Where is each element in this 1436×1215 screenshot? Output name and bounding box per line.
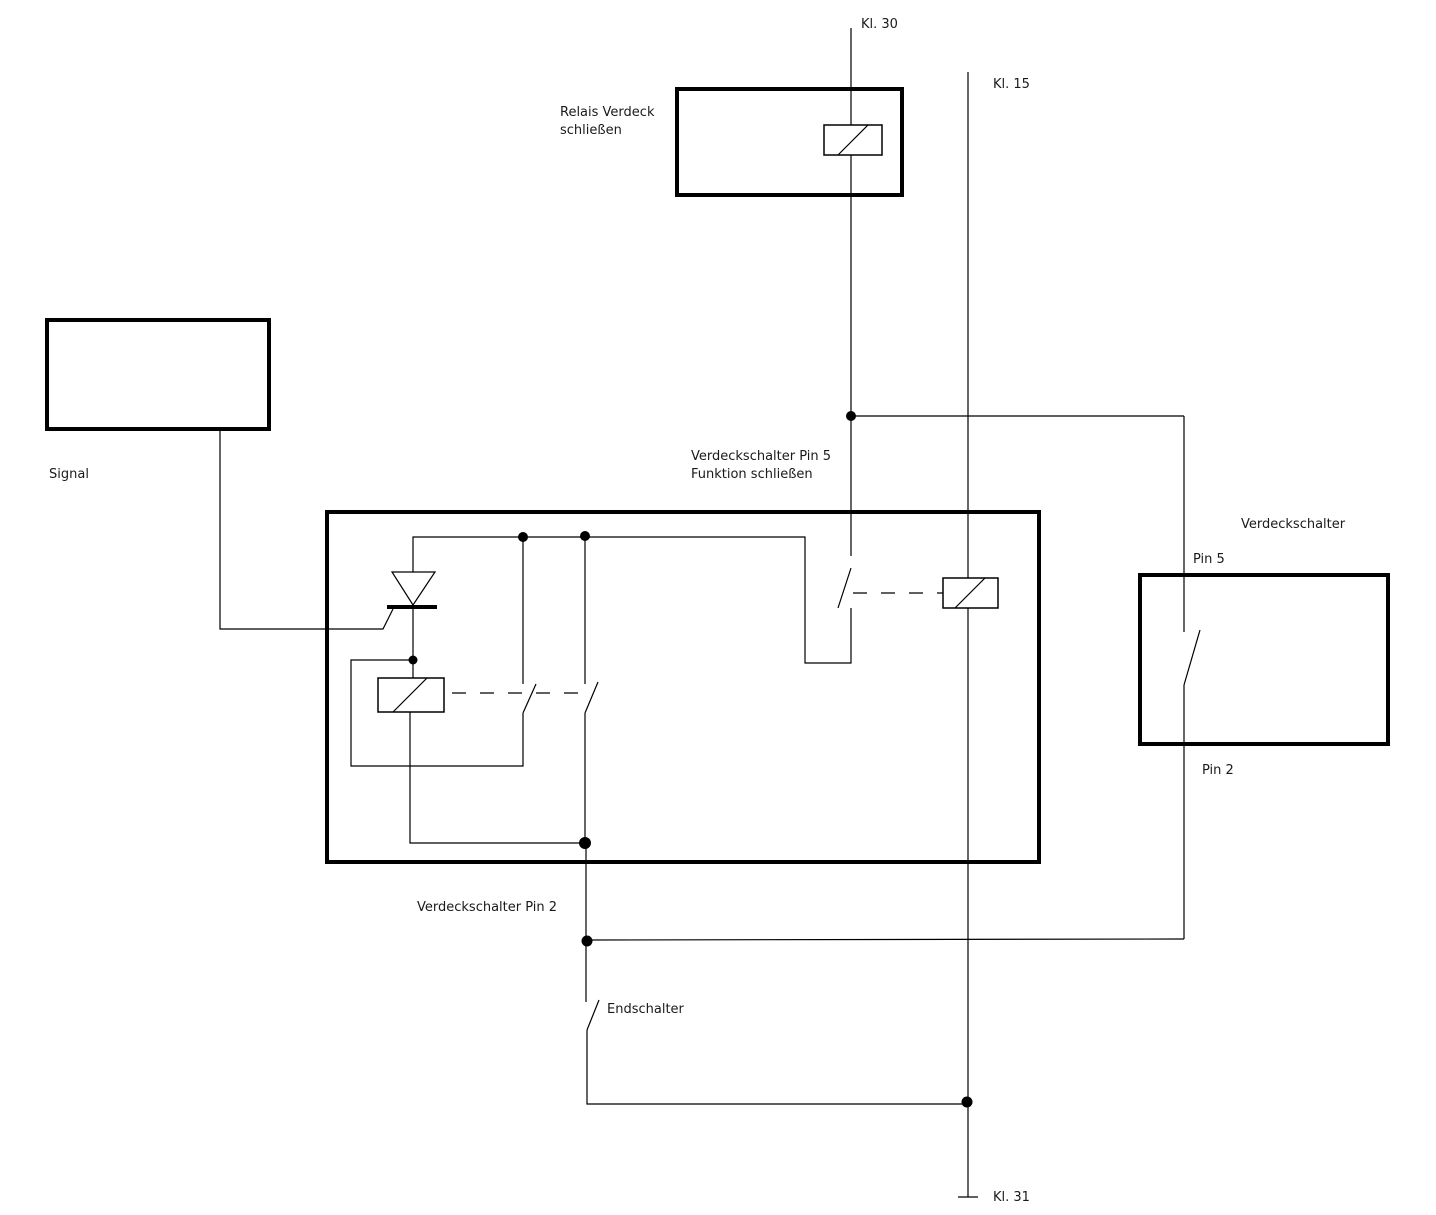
diode-symbol — [390, 571, 437, 607]
label-kl15: Kl. 15 — [993, 77, 1030, 92]
label-relais-line1: Relais Verdeck — [560, 105, 655, 120]
coil-bottom-wire — [409, 712, 585, 844]
label-verdeckschalter-pin2: Verdeckschalter Pin 2 — [417, 900, 557, 915]
relay-verdeck-coil — [823, 124, 883, 156]
module-relay-coil-right-slash — [954, 577, 986, 609]
label-signal: Signal — [49, 467, 89, 482]
module-relay-coil-left — [377, 677, 445, 713]
hold-loop-wire — [350, 659, 524, 767]
pin5-switch-contact — [837, 567, 852, 609]
relay-verdeck-box — [675, 87, 904, 197]
signal-box — [45, 318, 271, 431]
verdeckschalter-contact — [1183, 629, 1201, 686]
pin2-horizontal-wire — [586, 938, 1185, 941]
control-module-box — [325, 510, 1041, 864]
label-pin5: Pin 5 — [1193, 552, 1225, 567]
junction-module-bottom — [579, 837, 591, 849]
junction-top-right — [580, 531, 590, 541]
relay-verdeck-coil-slash — [837, 124, 869, 156]
label-pin2: Pin 2 — [1202, 763, 1234, 778]
endschalter-contact — [586, 999, 600, 1031]
signal-wire — [219, 429, 394, 630]
label-pin5-func-line1: Verdeckschalter Pin 5 — [691, 449, 831, 464]
junction-pin2 — [581, 935, 593, 947]
verdeckschalter-box — [1138, 573, 1390, 746]
endschalter-return — [586, 1030, 967, 1105]
pin5-switch-return — [585, 536, 852, 664]
junction-kl31 — [961, 1096, 973, 1108]
main-switch-contact — [584, 681, 599, 714]
module-top-bus — [412, 536, 585, 572]
label-endschalter: Endschalter — [607, 1002, 685, 1017]
label-relais-line2: schließen — [560, 123, 622, 138]
label-kl30: Kl. 30 — [861, 17, 898, 32]
label-verdeckschalter: Verdeckschalter — [1241, 517, 1346, 532]
label-pin5-func-line2: Funktion schließen — [691, 467, 813, 482]
hold-switch-contact — [522, 683, 537, 714]
label-kl31: Kl. 31 — [993, 1190, 1030, 1205]
module-relay-coil-left-slash — [392, 677, 428, 713]
